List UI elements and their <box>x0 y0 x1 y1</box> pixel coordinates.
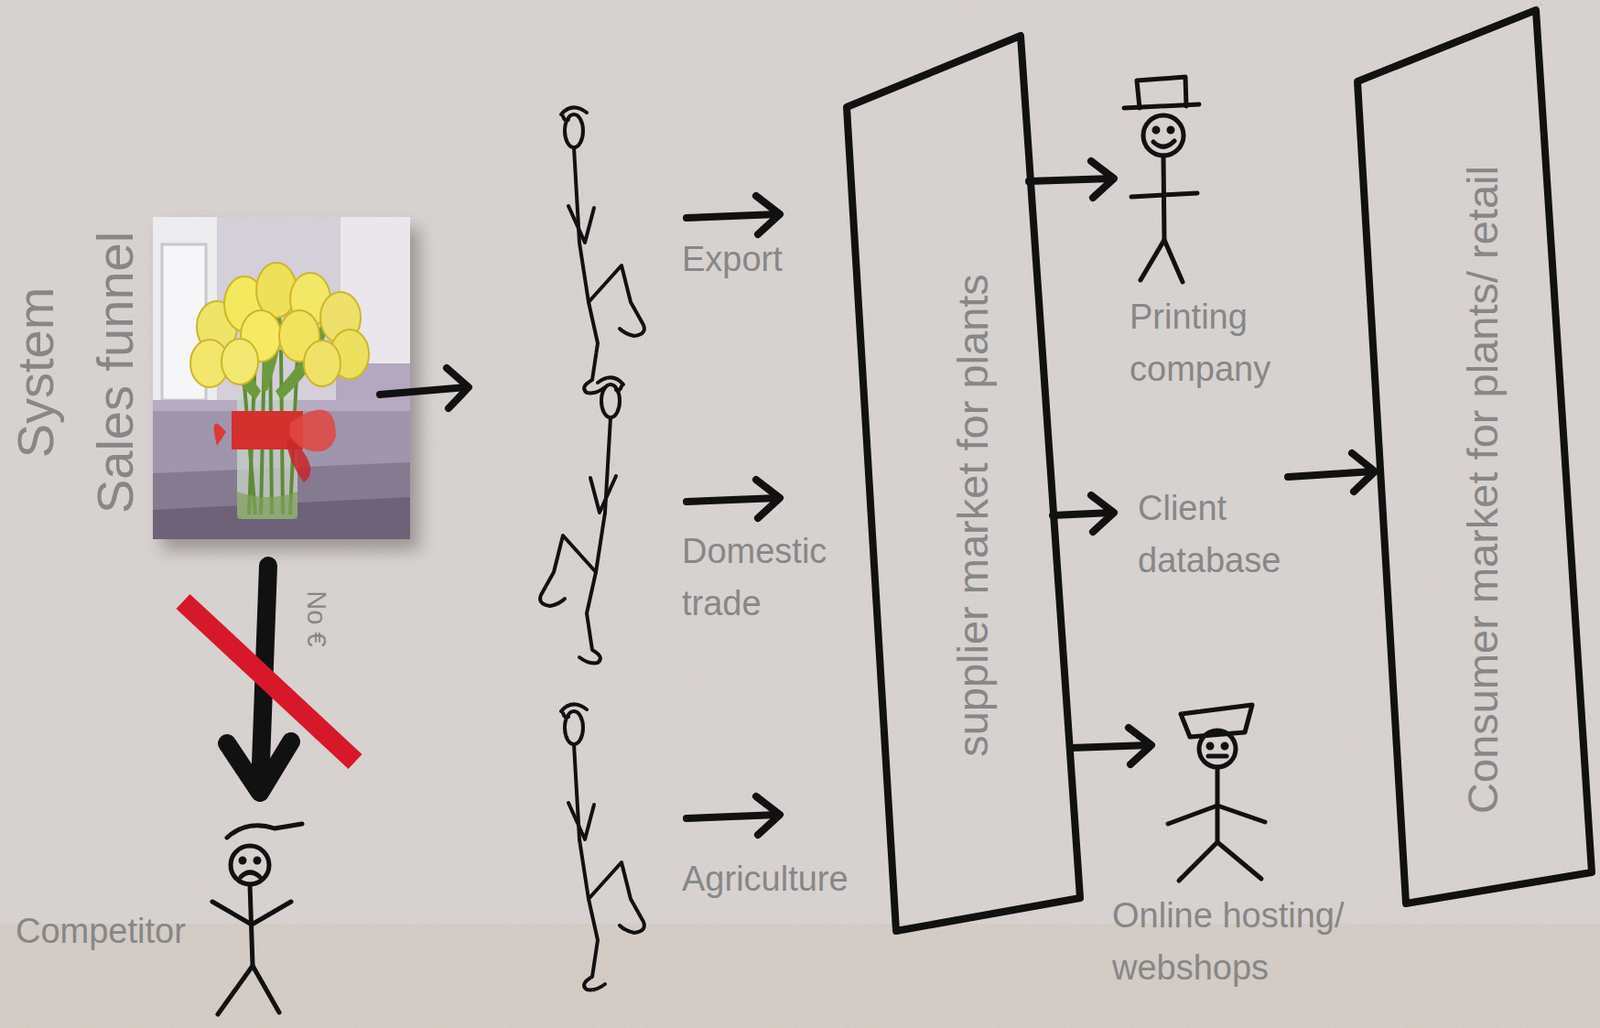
box-title: supplier market for plants <box>938 273 1007 757</box>
stick-figure <box>561 703 645 990</box>
flow-arrow <box>1028 161 1375 765</box>
text-label: System <box>4 287 66 459</box>
market-box: Consumer market for plants/ retail <box>1352 5 1597 909</box>
stick-figure <box>1124 76 1200 282</box>
text-label: Competitor <box>15 905 186 958</box>
text-label: Export <box>681 233 783 286</box>
text-label: Client database <box>1137 482 1349 587</box>
stick-figure <box>540 377 624 663</box>
text-label: No € <box>301 590 334 647</box>
text-label: Agriculture <box>681 853 849 906</box>
text-label: Sales funnel <box>84 231 146 514</box>
text-label: Printing company <box>1129 291 1341 396</box>
stick-figure <box>1167 704 1265 881</box>
text-label: Online hosting/ webshops <box>1112 889 1406 995</box>
flow-arrow <box>379 367 469 409</box>
stick-figure <box>212 823 303 1015</box>
tulip-photo <box>152 216 420 551</box>
box-title: Consumer market for plants/ retail <box>1448 132 1517 847</box>
text-label: Domestic trade <box>681 525 865 630</box>
market-box: supplier market for plants <box>842 31 1085 936</box>
flow-arrow <box>686 195 780 835</box>
stick-figure <box>561 107 645 393</box>
